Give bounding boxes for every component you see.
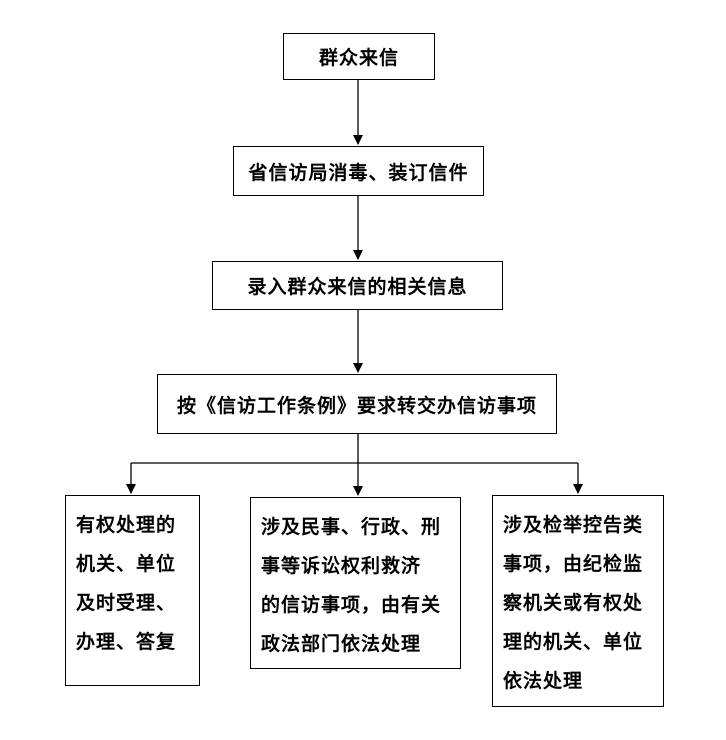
node-transfer-label: 按《信访工作条例》要求转交办信访事项 xyxy=(176,394,537,417)
node-branch-left: 有权处理的 机关、单位 及时受理、 办理、答复 xyxy=(65,495,200,686)
node-branch-middle: 涉及民事、行政、刑 事等诉讼权利救济 的信访事项，由有关 政法部门依法处理 xyxy=(250,497,461,669)
branch-middle-line: 的信访事项，由有关 xyxy=(261,594,442,616)
branch-right-line: 涉及检举控告类 xyxy=(503,514,644,536)
node-letters-label: 群众来信 xyxy=(318,47,399,69)
branch-middle-line: 事等诉讼权利救济 xyxy=(261,555,422,577)
branch-left-line: 办理、答复 xyxy=(76,631,177,653)
node-record-label: 录入群众来信的相关信息 xyxy=(247,276,468,298)
branch-left-line: 有权处理的 xyxy=(76,514,177,536)
node-disinfect-label: 省信访局消毒、装订信件 xyxy=(248,161,469,184)
node-record: 录入群众来信的相关信息 xyxy=(212,261,503,310)
node-disinfect: 省信访局消毒、装订信件 xyxy=(233,146,484,196)
branch-right-line: 事项，由纪检监 xyxy=(503,553,644,575)
node-transfer: 按《信访工作条例》要求转交办信访事项 xyxy=(157,374,557,434)
branch-right-line: 理的机关、单位 xyxy=(503,631,644,653)
node-branch-right: 涉及检举控告类 事项，由纪检监 察机关或有权处 理的机关、单位 依法处理 xyxy=(492,495,664,707)
branch-right-line: 依法处理 xyxy=(503,670,584,692)
branch-middle-line: 涉及民事、行政、刑 xyxy=(261,516,442,538)
branch-right-line: 察机关或有权处 xyxy=(503,592,644,614)
node-letters: 群众来信 xyxy=(283,33,435,80)
branch-left-line: 机关、单位 xyxy=(76,553,177,575)
branch-middle-line: 政法部门依法处理 xyxy=(261,633,422,655)
branch-left-line: 及时受理、 xyxy=(76,592,177,614)
